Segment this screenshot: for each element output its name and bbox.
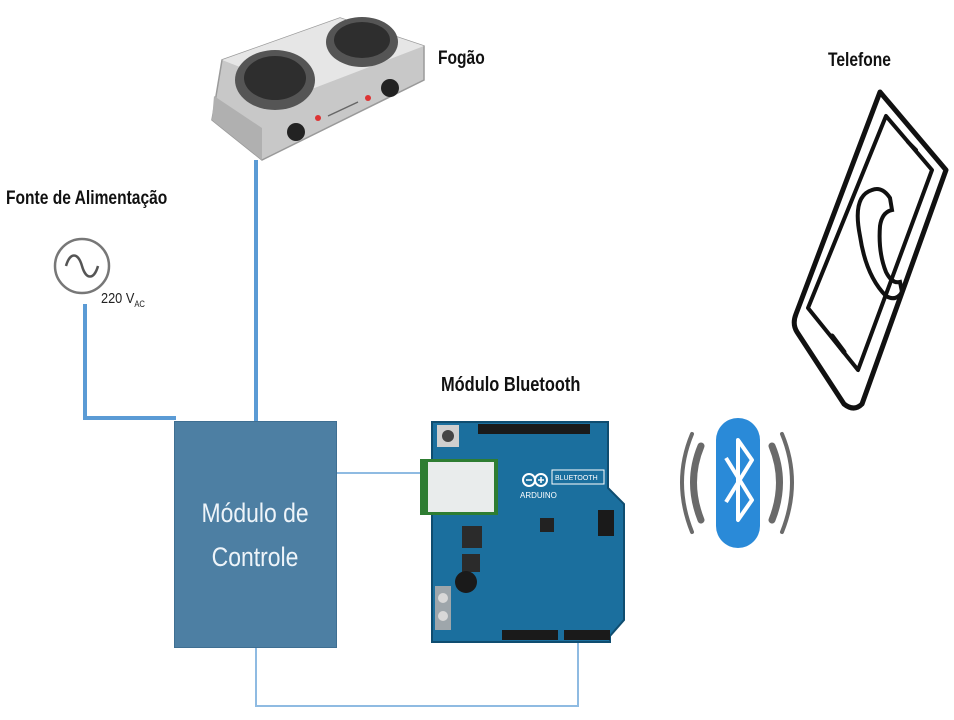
stove-label: Fogão [438, 48, 485, 69]
board-model-text: BLUETOOTH [555, 475, 598, 482]
control-module-line2: Controle [212, 541, 299, 572]
control-module-line1: Módulo de [201, 497, 310, 528]
voltage-label: 220 VAC [101, 290, 145, 309]
voltage-unit-sub: AC [134, 299, 145, 309]
phone-icon [791, 89, 949, 411]
phone-label: Telefone [828, 50, 891, 71]
control-module-text: Módulo de Controle [202, 491, 309, 579]
bluetooth-module-label: Módulo Bluetooth [441, 374, 581, 396]
control-module-box: Módulo de Controle [174, 421, 337, 648]
board-brand-text: ARDUINO [520, 491, 557, 500]
ac-source-icon [53, 237, 111, 295]
bluetooth-icon [680, 418, 794, 548]
voltage-value: 220 V [101, 290, 135, 307]
stove-icon [211, 17, 425, 161]
wires [83, 160, 258, 423]
arduino-bluetooth-board: ARDUINO BLUETOOTH [420, 421, 625, 643]
wire-power-control [83, 304, 176, 420]
wire-control-board-bottom [255, 640, 579, 707]
power-supply-label: Fonte de Alimentação [6, 188, 168, 209]
